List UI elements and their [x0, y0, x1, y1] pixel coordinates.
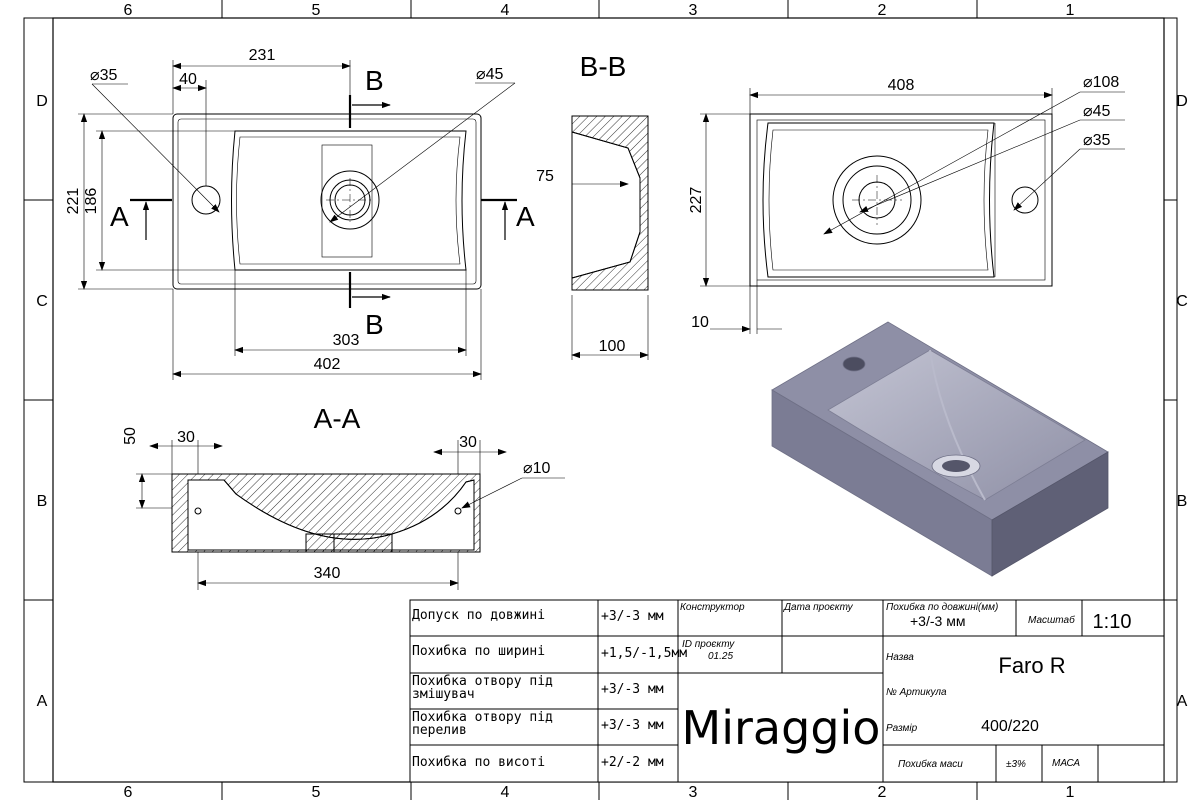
tolerance-value-overflow-hole: +3/-3 мм [601, 718, 664, 733]
top-view [78, 60, 517, 380]
tolerance-label-mixer-hole: Похибка отвору під змішувач [412, 674, 553, 702]
sink-3d-render [771, 321, 1109, 577]
cut-label-b-bottom: B [365, 309, 384, 340]
tolerance-value-length: +3/-3 мм [601, 609, 664, 624]
dim-dia-45-bottom: ⌀45 [1083, 103, 1111, 120]
tolerance-value-mixer-hole: +3/-3 мм [601, 682, 664, 697]
tolerance-value-height: +2/-2 мм [601, 755, 664, 770]
section-bb-view [571, 115, 649, 360]
length-tol-label: Похибка по довжині(мм) [886, 601, 998, 613]
grid-row-left-a: A [37, 693, 48, 710]
grid-row-labels: D C B A D C B A [36, 93, 1188, 710]
top-view-labels: 231 ⌀35 40 ⌀45 221 186 303 402 [65, 47, 504, 373]
grid-col-top-1: 1 [1066, 2, 1075, 19]
dim-227: 227 [688, 187, 705, 214]
dim-100: 100 [599, 338, 626, 355]
dim-50: 50 [122, 427, 139, 445]
dim-dia-35-top: ⌀35 [90, 67, 118, 84]
length-tol-value: +3/-3 мм [910, 613, 965, 629]
dim-dia-108: ⌀108 [1083, 74, 1119, 91]
cut-label-a-left: A [110, 201, 129, 232]
grid-col-bottom-6: 6 [124, 784, 133, 800]
dim-340: 340 [314, 565, 341, 582]
grid-row-right-b: B [1177, 493, 1188, 510]
dim-dia-35-bottom: ⌀35 [1083, 132, 1111, 149]
grid-row-left-d: D [36, 93, 48, 110]
title-block-project: Конструктор Дата проєкту ID проєкту 01.2… [680, 602, 880, 755]
dim-231: 231 [249, 47, 276, 64]
project-date-label: Дата проєкту [783, 602, 854, 613]
dim-221: 221 [65, 188, 82, 215]
grid-col-top-4: 4 [501, 2, 510, 19]
mass-label: МАСА [1052, 758, 1080, 769]
grid-col-bottom-3: 3 [689, 784, 698, 800]
dim-75: 75 [536, 168, 554, 185]
tolerance-value-width: +1,5/-1,5мм [601, 646, 687, 661]
section-aa-view [136, 440, 565, 590]
size-label: Размір [886, 723, 918, 734]
grid-row-right-c: C [1176, 293, 1188, 310]
dim-303: 303 [333, 332, 360, 349]
grid-row-left-c: C [36, 293, 48, 310]
dim-40: 40 [179, 71, 197, 88]
grid-column-labels: 6 5 4 3 2 1 6 5 4 3 2 1 [124, 2, 1075, 800]
grid-col-top-2: 2 [878, 2, 887, 19]
grid-col-top-6: 6 [124, 2, 133, 19]
section-aa-labels: A-A 50 30 30 ⌀10 340 [122, 403, 551, 582]
tolerance-label-width: Похибка по ширині [412, 644, 545, 659]
dim-402: 402 [314, 356, 341, 373]
name-value: Faro R [998, 653, 1065, 678]
tolerance-label-height: Похибка по висоті [412, 755, 545, 770]
grid-col-bottom-2: 2 [878, 784, 887, 800]
grid-col-bottom-1: 1 [1066, 784, 1075, 800]
grid-row-right-a: A [1177, 693, 1188, 710]
brand-logo-text: Miraggio [682, 701, 881, 755]
mass-tol-value: ±3% [1006, 759, 1026, 770]
dim-dia-10: ⌀10 [523, 460, 551, 477]
bottom-view [700, 88, 1125, 334]
dim-dia-45-top: ⌀45 [476, 66, 504, 83]
project-id-label: ID проєкту [682, 639, 735, 650]
article-label: № Артикула [886, 687, 947, 698]
tolerance-label-overflow-hole: Похибка отвору під перелив [412, 710, 553, 738]
name-label: Назва [886, 652, 914, 663]
dim-408: 408 [888, 77, 915, 94]
size-value: 400/220 [981, 718, 1039, 735]
grid-row-right-d: D [1176, 93, 1188, 110]
cut-label-b-top: B [365, 65, 384, 96]
section-bb-labels: B-B 75 100 [536, 51, 626, 355]
section-aa-title: A-A [314, 403, 361, 434]
grid-col-bottom-4: 4 [501, 784, 510, 800]
cut-label-a-right: A [516, 201, 535, 232]
grid-col-bottom-5: 5 [312, 784, 321, 800]
dim-30-right: 30 [459, 434, 477, 451]
grid-col-top-5: 5 [312, 2, 321, 19]
dim-30-left: 30 [177, 429, 195, 446]
title-block [409, 599, 1165, 783]
grid-row-left-b: B [37, 493, 48, 510]
section-bb-title: B-B [580, 51, 627, 82]
title-block-product: Похибка по довжині(мм) +3/-3 мм Масштаб … [886, 601, 1131, 770]
scale-value: 1:10 [1093, 611, 1132, 633]
designer-label: Конструктор [680, 602, 745, 613]
cut-labels: B B A A [110, 65, 535, 340]
project-id-value: 01.25 [708, 651, 733, 662]
title-block-tolerances: Допуск по довжині +3/-3 мм Похибка по ши… [412, 608, 687, 770]
dim-10: 10 [691, 314, 709, 331]
dim-186: 186 [83, 188, 100, 215]
mass-tol-label: Похибка маси [898, 758, 963, 770]
bottom-view-labels: 408 227 10 ⌀108 ⌀45 ⌀35 [688, 74, 1119, 331]
scale-label: Масштаб [1028, 614, 1075, 626]
tolerance-label-length: Допуск по довжині [412, 608, 545, 623]
grid-col-top-3: 3 [689, 2, 698, 19]
